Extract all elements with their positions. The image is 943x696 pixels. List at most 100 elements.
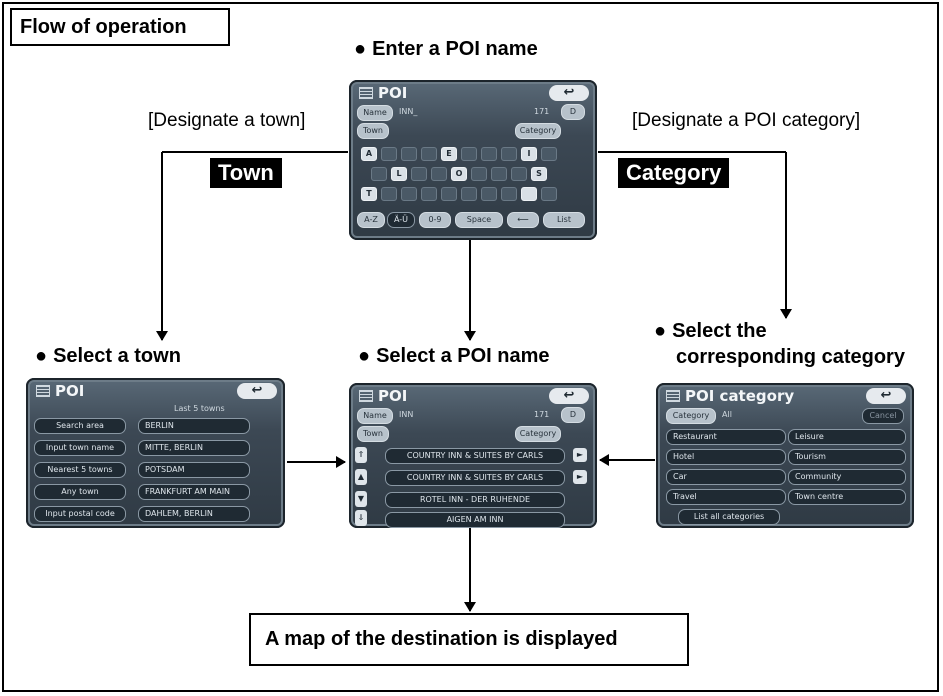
match-count: 171 <box>534 107 550 116</box>
screen-title: POI <box>36 382 84 400</box>
key-l[interactable]: L <box>391 167 407 181</box>
key[interactable] <box>461 147 477 161</box>
screen-poi-category: POI category ↩ Category All Cancel Resta… <box>656 383 914 528</box>
name-input-value[interactable]: INN_ <box>399 107 418 116</box>
town-item[interactable]: FRANKFURT AM MAIN <box>138 484 250 500</box>
category-item-town-centre[interactable]: Town centre <box>788 489 906 505</box>
name-button[interactable]: Name <box>357 105 393 121</box>
last-towns-header: Last 5 towns <box>174 404 225 413</box>
key[interactable] <box>421 187 437 201</box>
page-down-button[interactable]: ⇓ <box>355 510 367 526</box>
key[interactable] <box>501 187 517 201</box>
category-item-travel[interactable]: Travel <box>666 489 786 505</box>
tab-all[interactable]: All <box>722 410 732 419</box>
name-button[interactable]: Name <box>357 408 393 424</box>
key[interactable] <box>501 147 517 161</box>
key[interactable] <box>481 187 497 201</box>
detail-arrow-icon[interactable]: ► <box>573 470 587 484</box>
screen-title: POI <box>359 84 407 102</box>
town-item[interactable]: DAHLEM, BERLIN <box>138 506 250 522</box>
category-item-leisure[interactable]: Leisure <box>788 429 906 445</box>
list-icon <box>359 390 373 402</box>
key-s[interactable]: S <box>531 167 547 181</box>
category-button[interactable]: Category <box>515 123 561 139</box>
key[interactable] <box>441 187 457 201</box>
category-item-community[interactable]: Community <box>788 469 906 485</box>
key[interactable] <box>371 167 387 181</box>
detail-arrow-icon[interactable]: ► <box>573 448 587 462</box>
key[interactable] <box>481 147 497 161</box>
key[interactable] <box>541 187 557 201</box>
scroll-up-button[interactable]: ▲ <box>355 469 367 485</box>
back-button[interactable]: ↩ <box>237 383 277 399</box>
back-button[interactable]: ↩ <box>549 388 589 404</box>
category-button[interactable]: Category <box>515 426 561 442</box>
list-button[interactable]: List <box>543 212 585 228</box>
list-all-categories-button[interactable]: List all categories <box>678 509 780 525</box>
screen-title: POI <box>359 387 407 405</box>
key[interactable] <box>411 167 427 181</box>
d-button[interactable]: D <box>561 407 585 423</box>
tag-category: Category <box>618 158 730 188</box>
alpha-mode-button[interactable]: A-Z <box>357 212 385 228</box>
delete-button[interactable]: ⟵ <box>507 212 539 228</box>
key[interactable] <box>401 187 417 201</box>
any-town-button[interactable]: Any town <box>34 484 126 500</box>
key[interactable] <box>461 187 477 201</box>
category-item-hotel[interactable]: Hotel <box>666 449 786 465</box>
space-button[interactable]: Space <box>455 212 503 228</box>
town-item[interactable]: BERLIN <box>138 418 250 434</box>
key[interactable] <box>471 167 487 181</box>
key[interactable] <box>431 167 447 181</box>
category-item-restaurant[interactable]: Restaurant <box>666 429 786 445</box>
input-postal-code-button[interactable]: Input postal code <box>34 506 126 522</box>
key[interactable] <box>421 147 437 161</box>
step-select-poi-name: Select a POI name <box>358 345 549 368</box>
tag-town: Town <box>210 158 282 188</box>
town-button[interactable]: Town <box>357 123 389 139</box>
list-icon <box>359 87 373 99</box>
key[interactable] <box>381 187 397 201</box>
back-button[interactable]: ↩ <box>866 388 906 404</box>
input-town-name-button[interactable]: Input town name <box>34 440 126 456</box>
list-icon <box>36 385 50 397</box>
key[interactable] <box>401 147 417 161</box>
d-button[interactable]: D <box>561 104 585 120</box>
step-select-category-line2: corresponding category <box>676 346 905 368</box>
result-destination-map: A map of the destination is displayed <box>249 613 689 666</box>
key[interactable] <box>381 147 397 161</box>
search-area-button[interactable]: Search area <box>34 418 126 434</box>
page-up-button[interactable]: ⇑ <box>355 447 367 463</box>
poi-list-item[interactable]: COUNTRY INN & SUITES BY CARLS <box>385 470 565 486</box>
key-a[interactable]: A <box>361 147 377 161</box>
poi-list-item[interactable]: ROTEL INN - DER RUHENDE <box>385 492 565 508</box>
key-e[interactable]: E <box>441 147 457 161</box>
category-item-car[interactable]: Car <box>666 469 786 485</box>
back-button[interactable]: ↩ <box>549 85 589 101</box>
umlaut-mode-button[interactable]: Ä-Ü <box>387 212 415 228</box>
step-enter-poi-name: Enter a POI name <box>354 38 538 61</box>
flow-title: Flow of operation <box>10 8 230 46</box>
town-item[interactable]: POTSDAM <box>138 462 250 478</box>
nearest-towns-button[interactable]: Nearest 5 towns <box>34 462 126 478</box>
town-button[interactable]: Town <box>357 426 389 442</box>
category-item-tourism[interactable]: Tourism <box>788 449 906 465</box>
poi-list-item[interactable]: COUNTRY INN & SUITES BY CARLS <box>385 448 565 464</box>
town-item[interactable]: MITTE, BERLIN <box>138 440 250 456</box>
key[interactable] <box>541 147 557 161</box>
key-i[interactable]: I <box>521 147 537 161</box>
key-o[interactable]: O <box>451 167 467 181</box>
poi-list-item[interactable]: AIGEN AM INN <box>385 512 565 528</box>
tab-category[interactable]: Category <box>666 408 716 424</box>
label-designate-town: [Designate a town] <box>148 110 306 131</box>
scroll-down-button[interactable]: ▼ <box>355 491 367 507</box>
key-t[interactable]: T <box>361 187 377 201</box>
key[interactable] <box>511 167 527 181</box>
key[interactable] <box>491 167 507 181</box>
key[interactable] <box>521 187 537 201</box>
digits-mode-button[interactable]: 0-9 <box>419 212 451 228</box>
cancel-button[interactable]: Cancel <box>862 408 904 424</box>
screen-enter-poi-name: POI ↩ Name INN_ 171 D Town Category A E … <box>349 80 597 240</box>
